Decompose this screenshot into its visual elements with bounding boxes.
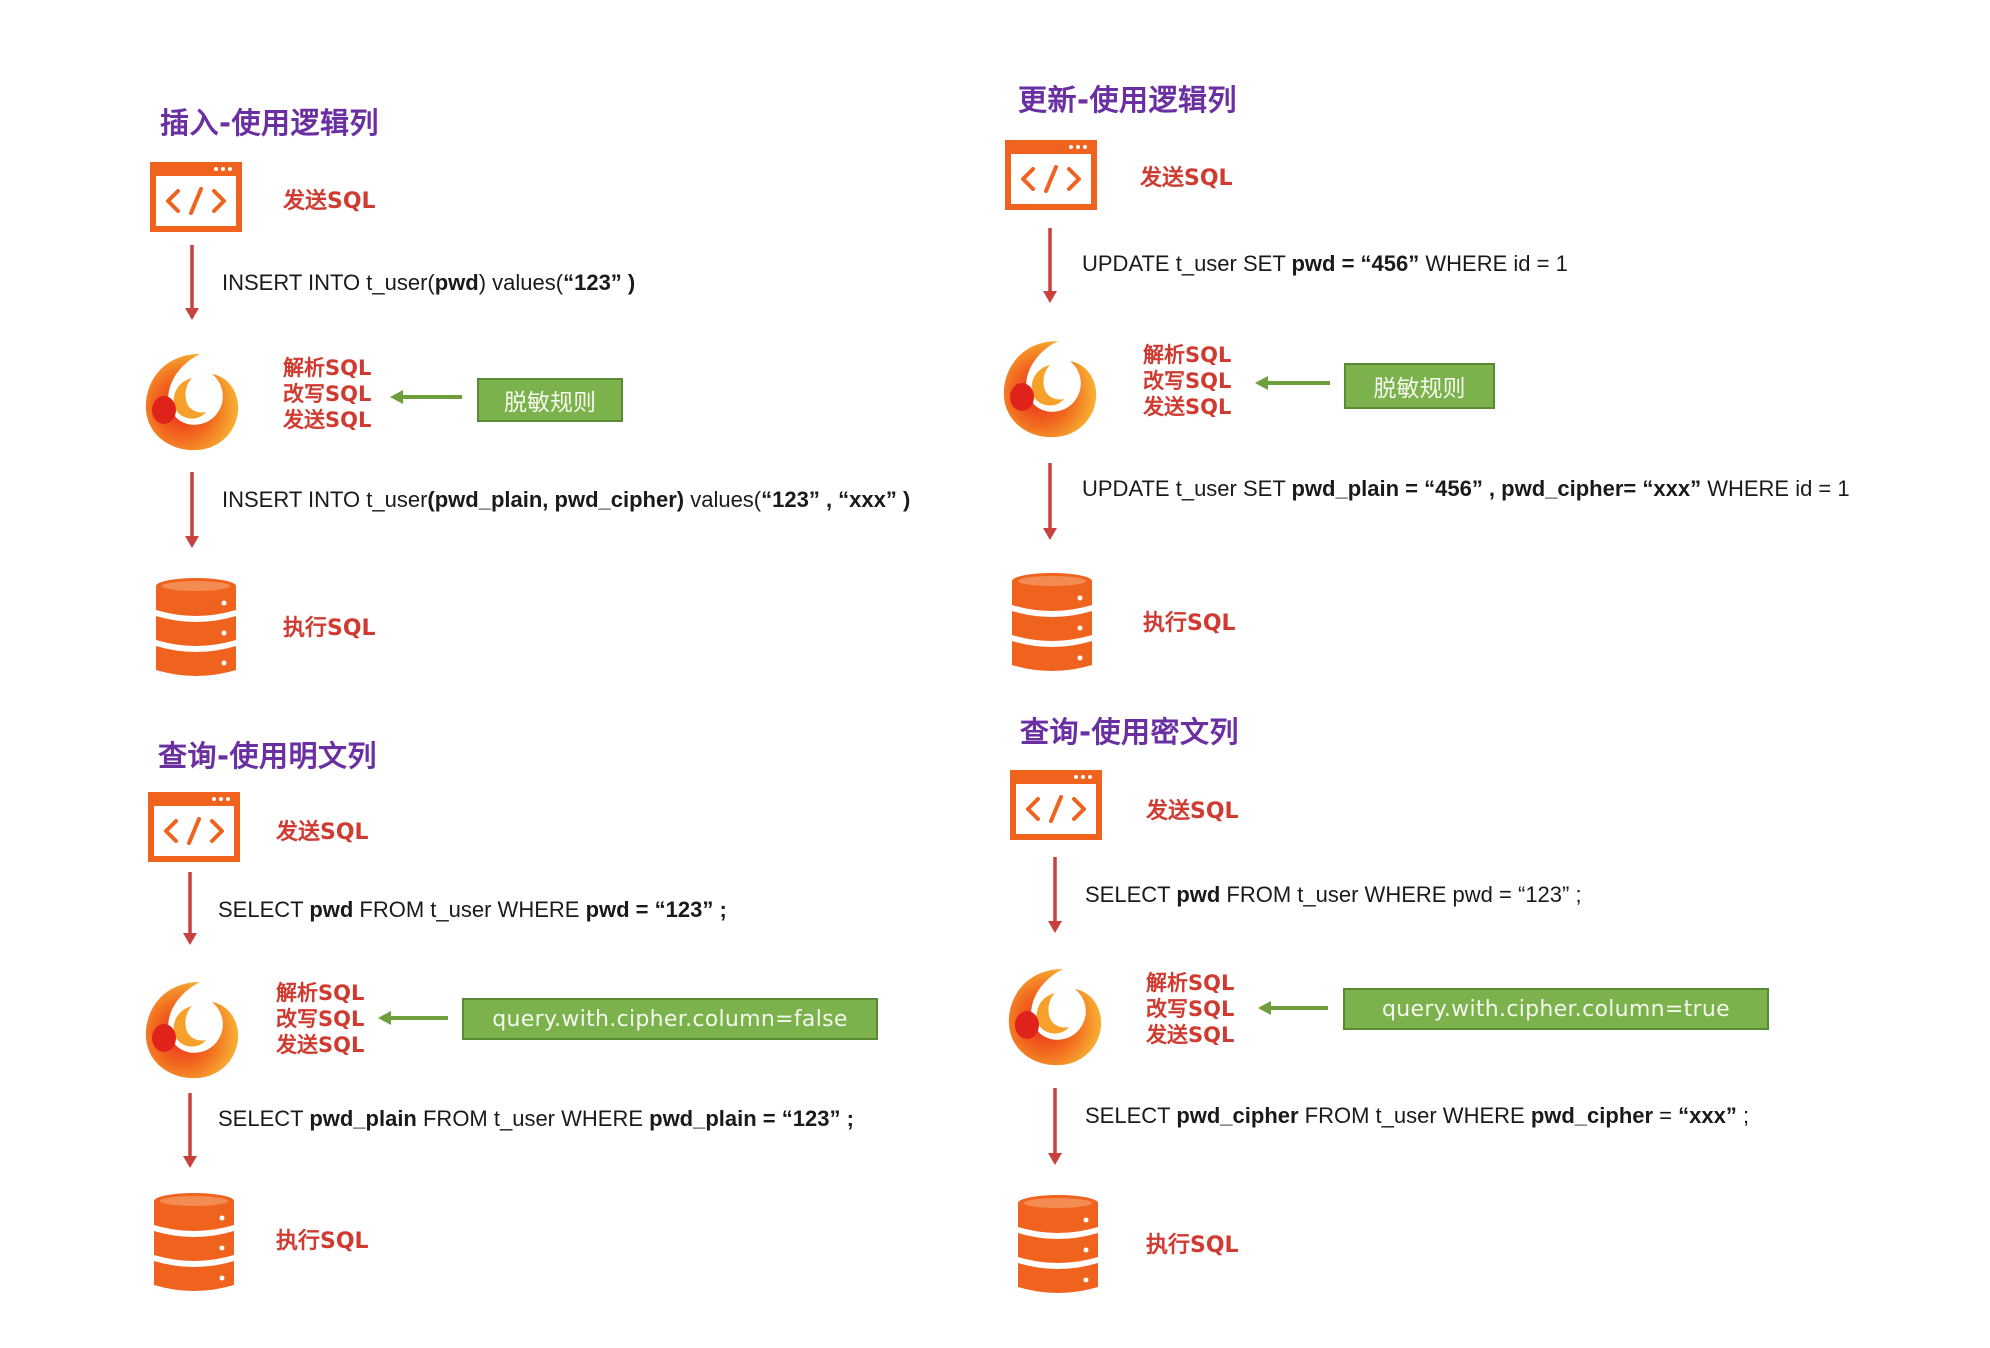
sql-token: SELECT xyxy=(218,897,310,922)
process-step-label: 发送SQL xyxy=(1146,1023,1235,1047)
process-step-label: 解析SQL xyxy=(283,356,372,380)
sql-token: values( xyxy=(684,487,762,512)
process-step-label: 发送SQL xyxy=(276,1033,365,1057)
process-step-label: 解析SQL xyxy=(1143,343,1232,367)
sql-token: ) values( xyxy=(478,270,564,295)
sql-token: pwd = “456” xyxy=(1291,251,1420,276)
sql-token: pwd xyxy=(1176,882,1221,907)
rewritten-sql: SELECT pwd_cipher FROM t_user WHERE pwd_… xyxy=(1085,1103,1749,1129)
process-step-label: 改写SQL xyxy=(276,1007,365,1031)
original-sql: SELECT pwd FROM t_user WHERE pwd = “123”… xyxy=(218,897,727,923)
send-sql-label: 发送SQL xyxy=(1140,166,1233,191)
sql-token: UPDATE t_user SET xyxy=(1082,476,1292,501)
shardingsphere-logo-icon xyxy=(1003,341,1097,438)
sql-token: WHERE id = 1 xyxy=(1419,251,1568,276)
sql-token: pwd_plain = “456” , pwd_cipher= “xxx” xyxy=(1291,476,1702,501)
execute-sql-label: 执行SQL xyxy=(1143,611,1236,636)
sql-token: SELECT xyxy=(1085,1103,1177,1128)
left-arrow-icon xyxy=(378,1011,448,1025)
original-sql: SELECT pwd FROM t_user WHERE pwd = “123”… xyxy=(1085,882,1582,908)
sql-token: SELECT xyxy=(1085,882,1177,907)
rule-box: 脱敏规则 xyxy=(477,378,623,422)
down-arrow-icon xyxy=(185,472,199,548)
panel-title-insert: 插入-使用逻辑列 xyxy=(160,106,380,140)
sql-token: FROM t_user WHERE pwd = “123” ; xyxy=(1220,882,1582,907)
original-sql: INSERT INTO t_user(pwd) values(“123” ) xyxy=(222,270,635,296)
rule-box: query.with.cipher.column=false xyxy=(462,998,878,1040)
send-sql-label: 发送SQL xyxy=(1146,799,1239,824)
process-step-label: 改写SQL xyxy=(1143,369,1232,393)
sql-token: = xyxy=(1653,1103,1679,1128)
down-arrow-icon xyxy=(1048,857,1062,933)
sql-token: pwd xyxy=(309,897,354,922)
sql-token: UPDATE t_user SET xyxy=(1082,251,1292,276)
sql-token: SELECT xyxy=(218,1106,310,1131)
sql-token: FROM t_user WHERE xyxy=(1298,1103,1531,1128)
database-icon xyxy=(156,578,236,676)
rewritten-sql: INSERT INTO t_user(pwd_plain, pwd_cipher… xyxy=(222,487,910,513)
down-arrow-icon xyxy=(183,1093,197,1168)
left-arrow-icon xyxy=(390,390,462,404)
rewritten-sql: UPDATE t_user SET pwd_plain = “456” , pw… xyxy=(1082,476,1850,502)
execute-sql-label: 执行SQL xyxy=(283,616,376,641)
sql-token: pwd = “123” ; xyxy=(585,897,727,922)
code-window-icon xyxy=(150,162,242,232)
database-icon xyxy=(154,1193,234,1291)
process-step-label: 发送SQL xyxy=(1143,395,1232,419)
execute-sql-label: 执行SQL xyxy=(276,1229,369,1254)
send-sql-label: 发送SQL xyxy=(276,820,369,845)
database-icon xyxy=(1018,1195,1098,1293)
process-step-label: 解析SQL xyxy=(276,981,365,1005)
left-arrow-icon xyxy=(1255,376,1330,390)
original-sql: UPDATE t_user SET pwd = “456” WHERE id =… xyxy=(1082,251,1568,277)
rule-box: query.with.cipher.column=true xyxy=(1343,988,1769,1030)
sql-token: (pwd_plain, pwd_cipher) xyxy=(427,487,685,512)
sql-token: INSERT INTO t_user( xyxy=(222,270,435,295)
code-window-icon xyxy=(1005,140,1097,210)
sql-token: FROM t_user WHERE xyxy=(416,1106,650,1131)
database-icon xyxy=(1012,573,1092,671)
code-window-icon xyxy=(1010,770,1102,840)
rewritten-sql: SELECT pwd_plain FROM t_user WHERE pwd_p… xyxy=(218,1106,854,1132)
code-window-icon xyxy=(148,792,240,862)
sql-token: “xxx” xyxy=(1678,1103,1737,1128)
send-sql-label: 发送SQL xyxy=(283,189,376,214)
sql-token: FROM t_user WHERE xyxy=(353,897,586,922)
process-step-label: 解析SQL xyxy=(1146,971,1235,995)
panel-title-select-cipher: 查询-使用密文列 xyxy=(1020,715,1240,749)
sql-token: pwd_cipher xyxy=(1176,1103,1299,1128)
execute-sql-label: 执行SQL xyxy=(1146,1233,1239,1258)
left-arrow-icon xyxy=(1258,1001,1328,1015)
process-step-label: 改写SQL xyxy=(283,382,372,406)
down-arrow-icon xyxy=(185,245,199,320)
shardingsphere-logo-icon xyxy=(145,354,239,451)
shardingsphere-logo-icon xyxy=(1008,969,1102,1066)
shardingsphere-logo-icon xyxy=(145,982,239,1079)
sql-token: “123” , “xxx” ) xyxy=(761,487,911,512)
down-arrow-icon xyxy=(183,872,197,945)
sql-token: INSERT INTO t_user xyxy=(222,487,428,512)
process-step-label: 改写SQL xyxy=(1146,997,1235,1021)
rule-box: 脱敏规则 xyxy=(1344,363,1495,409)
panel-title-select-plain: 查询-使用明文列 xyxy=(158,739,378,773)
process-step-label: 发送SQL xyxy=(283,408,372,432)
sql-token: pwd_plain xyxy=(309,1106,417,1131)
down-arrow-icon xyxy=(1043,228,1057,303)
panel-title-update: 更新-使用逻辑列 xyxy=(1018,83,1238,117)
down-arrow-icon xyxy=(1043,463,1057,540)
sql-token: pwd_plain = “123” ; xyxy=(649,1106,854,1131)
sql-token: ; xyxy=(1736,1103,1750,1128)
down-arrow-icon xyxy=(1048,1088,1062,1165)
sql-token: WHERE id = 1 xyxy=(1701,476,1850,501)
sql-token: pwd xyxy=(434,270,479,295)
sql-token: “123” ) xyxy=(563,270,636,295)
sql-token: pwd_cipher xyxy=(1530,1103,1654,1128)
